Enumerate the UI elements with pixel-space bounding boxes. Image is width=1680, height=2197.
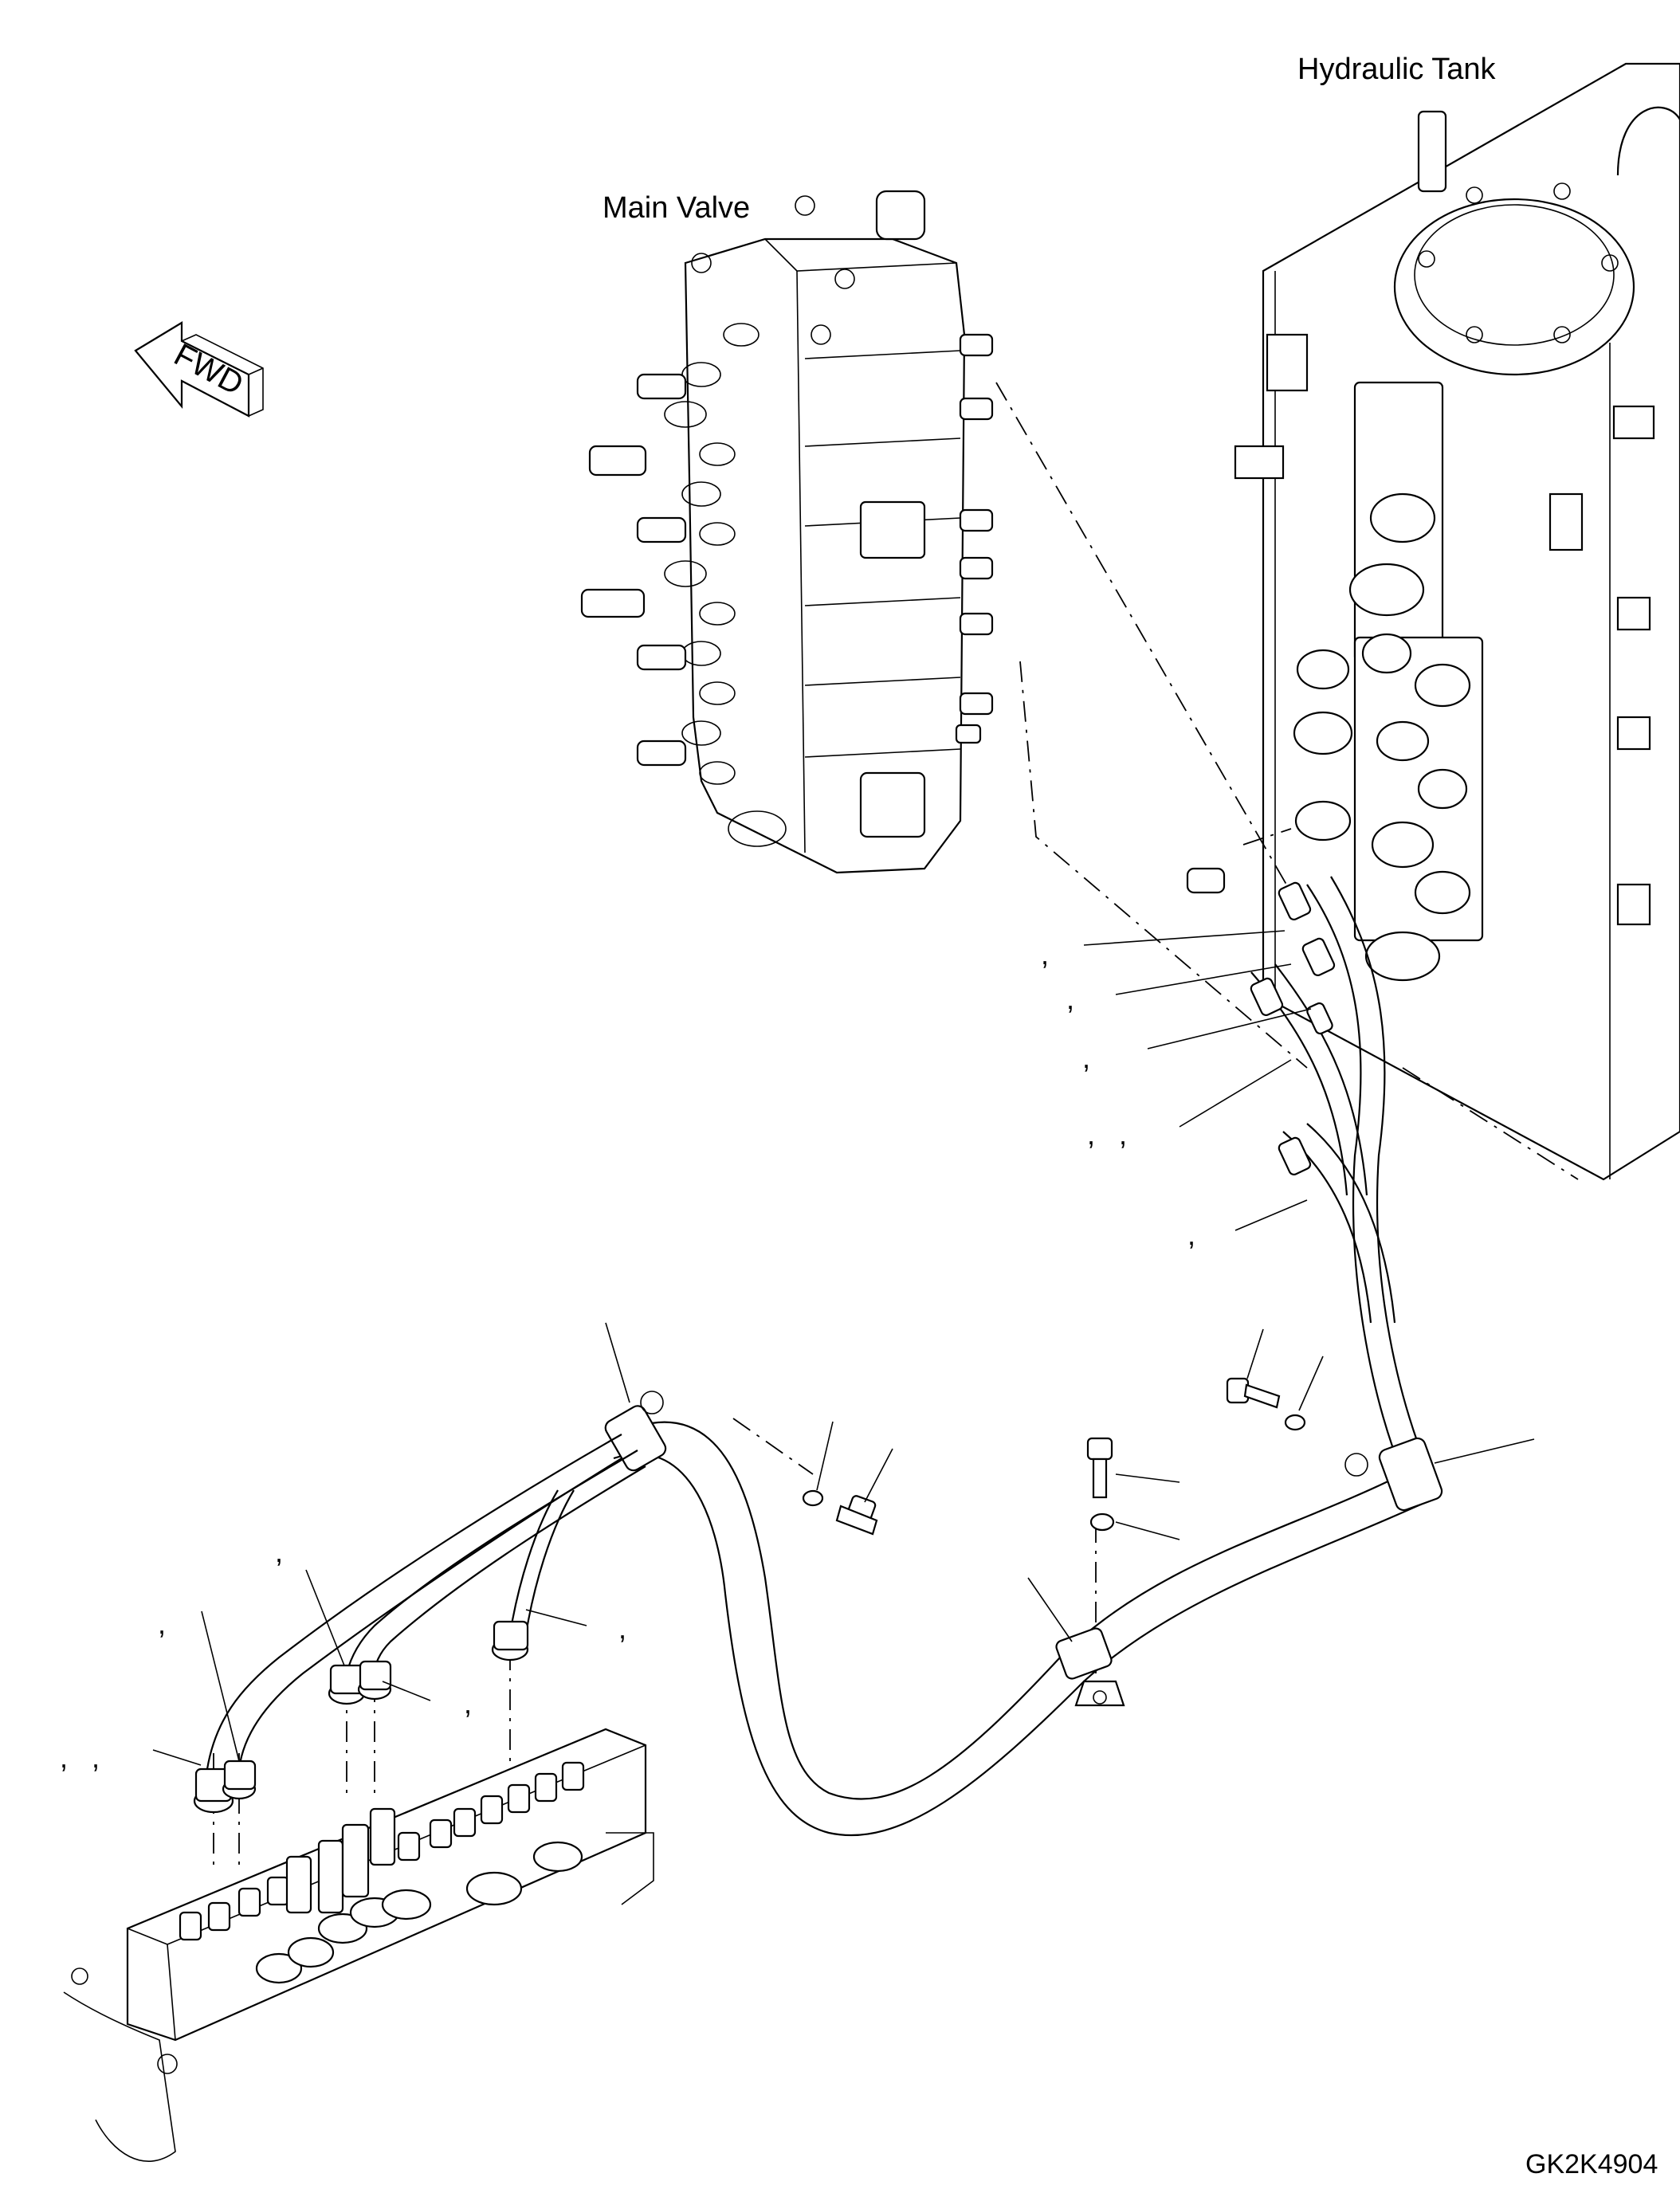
callout-text: , (618, 1612, 626, 1645)
washer-icon (1089, 1512, 1115, 1532)
bolt-icon (1086, 1437, 1113, 1499)
callout-text: , (1187, 1218, 1195, 1251)
leader-lines (152, 930, 1535, 1766)
bolt-icon (835, 1495, 878, 1536)
bolt-icon (1226, 1377, 1281, 1409)
callout-text: , (275, 1536, 283, 1568)
main-valve-label: Main Valve (603, 191, 750, 225)
main-valve: Main Valve (580, 190, 994, 874)
callout-text: , , (1087, 1118, 1127, 1151)
callout-text: , (1066, 983, 1074, 1015)
fwd-arrow-icon: FWD (134, 321, 264, 418)
callout-text: , (1041, 938, 1049, 971)
callouts: , , , , , , , , , , , , (60, 938, 1195, 1774)
hose-bundle-left (193, 1434, 646, 1814)
callout-text: , , (60, 1741, 100, 1774)
hydraulic-tank-label: Hydraulic Tank (1297, 53, 1497, 86)
callout-text: , (1082, 1042, 1090, 1074)
washer-icon (802, 1489, 824, 1507)
callout-text: , (158, 1607, 166, 1640)
hardware (802, 1377, 1306, 1536)
callout-text: , (464, 1687, 472, 1720)
drawing-id: GK2K4904 (1525, 2149, 1658, 2179)
distribution-block (63, 1728, 654, 2162)
hydraulic-tank: Hydraulic Tank (1234, 53, 1680, 1181)
washer-icon (1284, 1414, 1306, 1431)
hose-main-loop (604, 1391, 1443, 1837)
hose-bundle-upper (1186, 867, 1428, 1475)
